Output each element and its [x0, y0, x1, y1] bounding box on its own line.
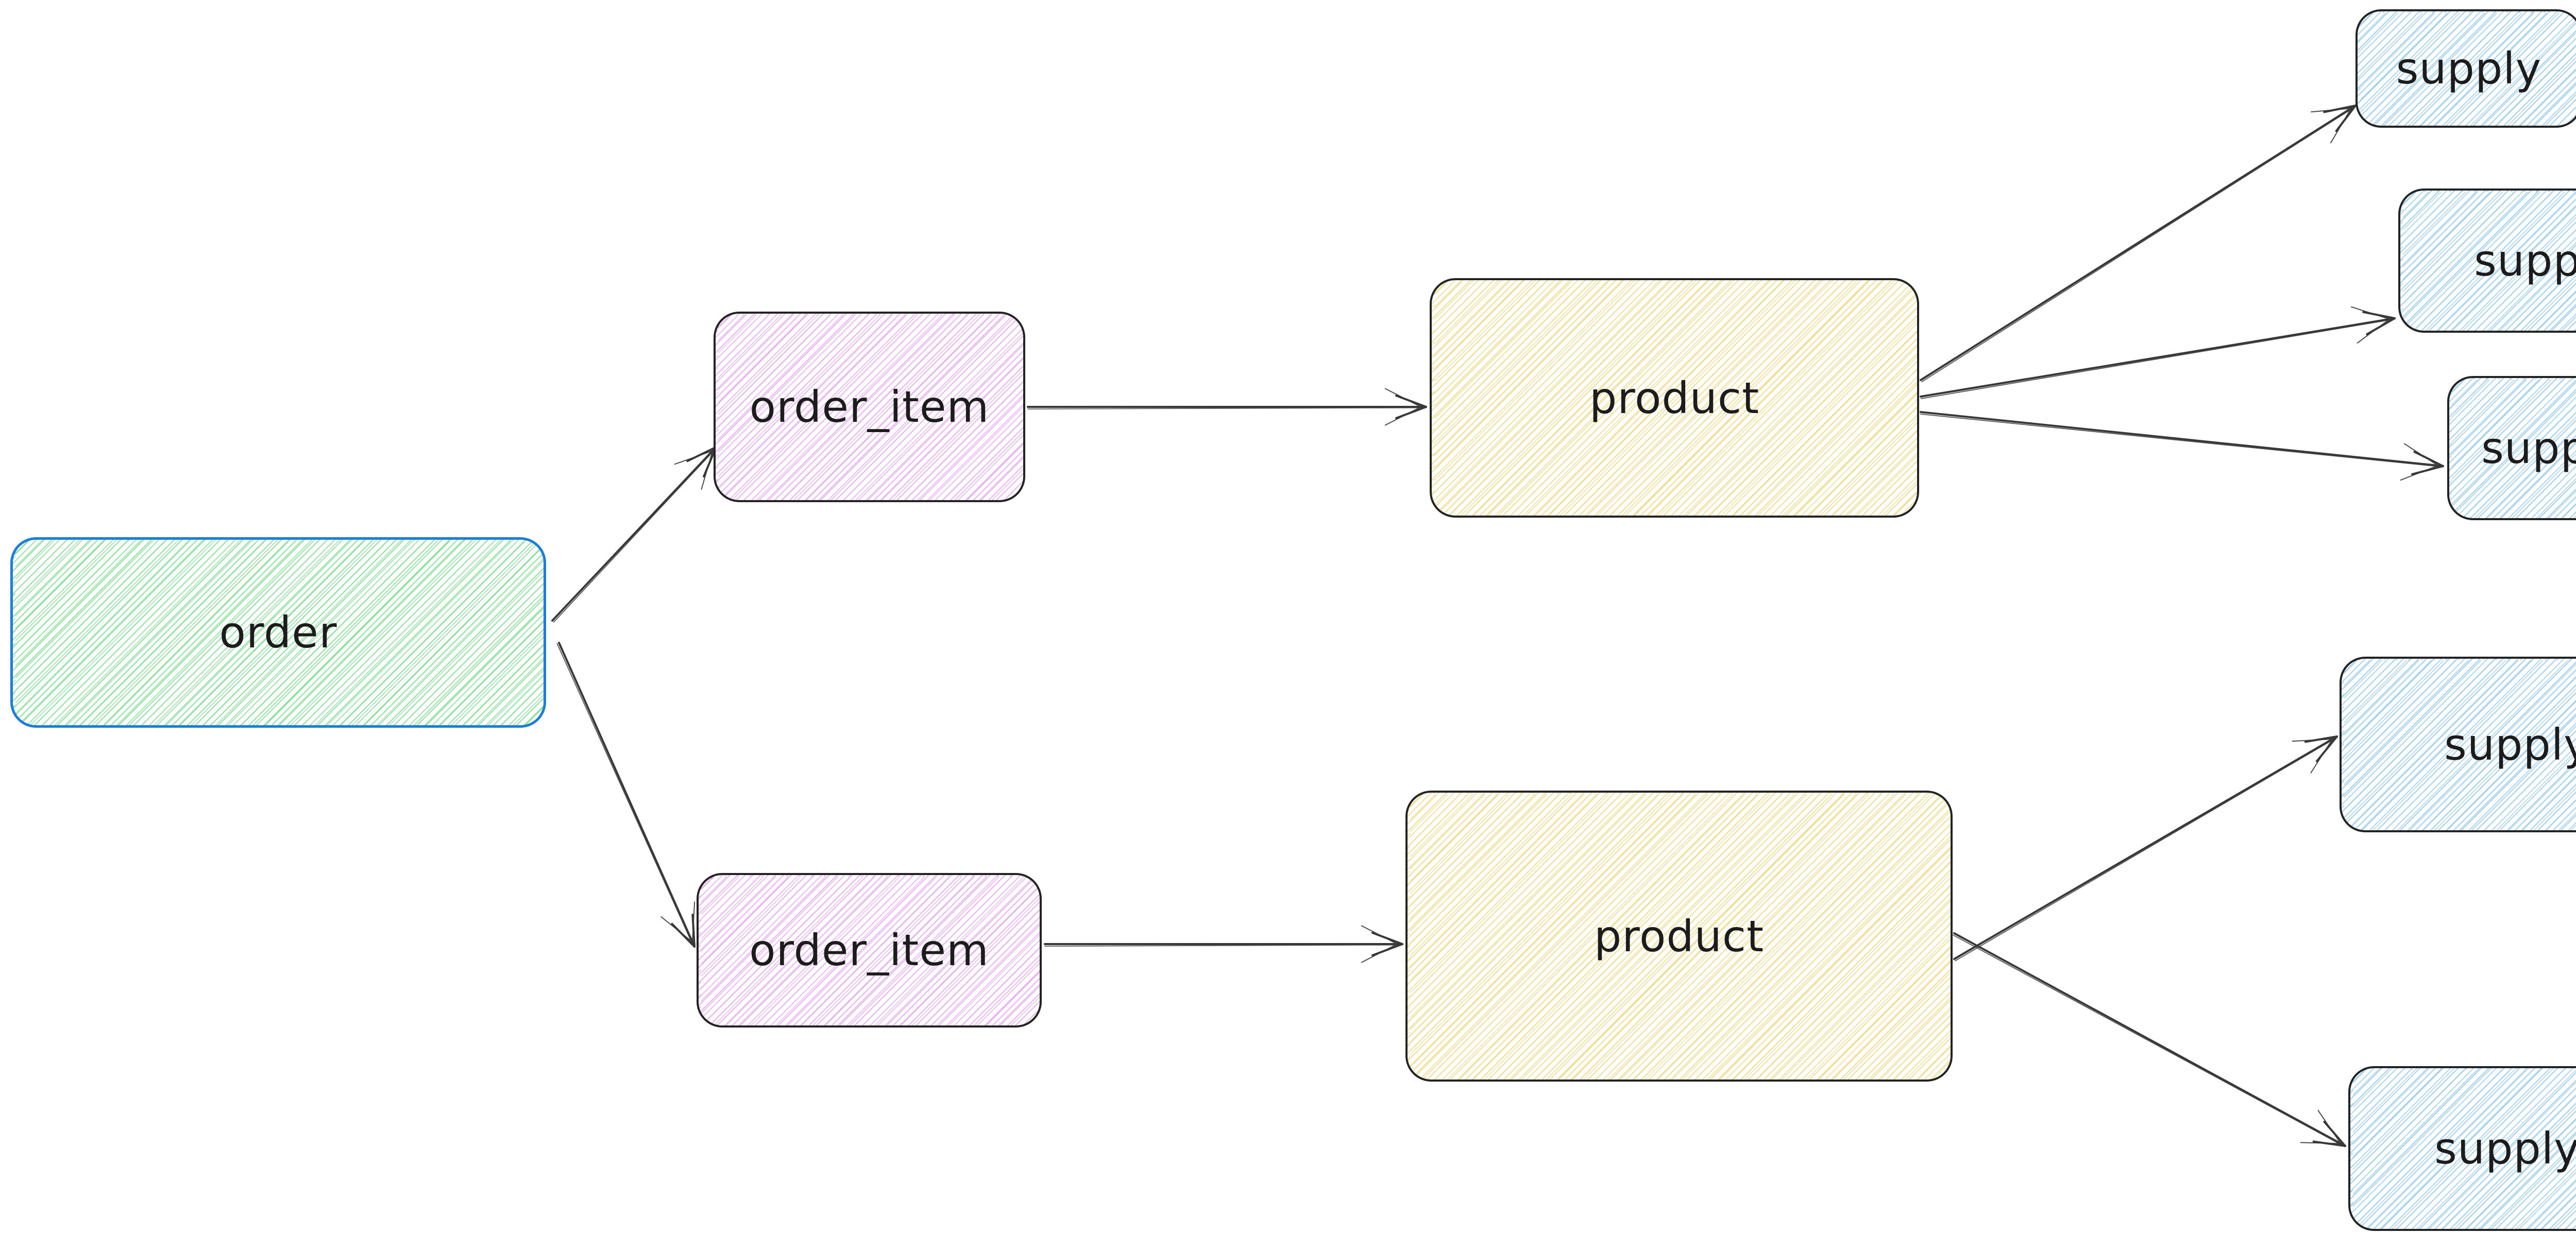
node-product-bottom-label: product	[1594, 911, 1765, 962]
arrow-product_top-to-supply_3[interactable]	[1920, 411, 2444, 481]
node-order-item-top-label: order_item	[749, 382, 990, 432]
arrow-product_bottom-to-supply_4[interactable]	[1953, 735, 2338, 962]
arrow-product_bottom-to-supply_5[interactable]	[1953, 932, 2346, 1148]
arrow-product_top-to-supply_1[interactable]	[1920, 105, 2357, 383]
node-order-label: order	[219, 607, 337, 658]
arrow-order_item_bottom-to-product_bottom[interactable]	[1044, 925, 1403, 963]
node-order-item-bottom[interactable]: order_item	[697, 873, 1042, 1028]
node-supply-2-label: supply	[2474, 235, 2576, 286]
node-product-bottom[interactable]: product	[1405, 791, 1953, 1082]
arrow-order_item_top-to-product_top[interactable]	[1027, 388, 1427, 426]
node-supply-5-label: supply	[2434, 1123, 2576, 1174]
node-product-top-label: product	[1589, 372, 1760, 423]
arrow-product_top-to-supply_2[interactable]	[1920, 306, 2396, 399]
node-order[interactable]: order	[10, 537, 546, 728]
node-order-item-bottom-label: order_item	[749, 925, 989, 975]
arrow-order-to-order_item_bottom[interactable]	[556, 642, 696, 948]
node-supply-4[interactable]: supply	[2340, 657, 2576, 832]
node-supply-1[interactable]: supply	[2355, 9, 2576, 128]
node-supply-2[interactable]: supply	[2398, 189, 2576, 333]
node-order-item-top[interactable]: order_item	[714, 312, 1025, 502]
node-supply-4-label: supply	[2444, 719, 2576, 770]
node-supply-5[interactable]: supply	[2348, 1066, 2576, 1231]
node-supply-3[interactable]: supply	[2447, 376, 2576, 520]
node-supply-3-label: supply	[2481, 423, 2576, 473]
node-supply-1-label: supply	[2396, 43, 2542, 94]
arrow-order-to-order_item_top[interactable]	[551, 446, 718, 623]
node-product-top[interactable]: product	[1430, 278, 1919, 518]
